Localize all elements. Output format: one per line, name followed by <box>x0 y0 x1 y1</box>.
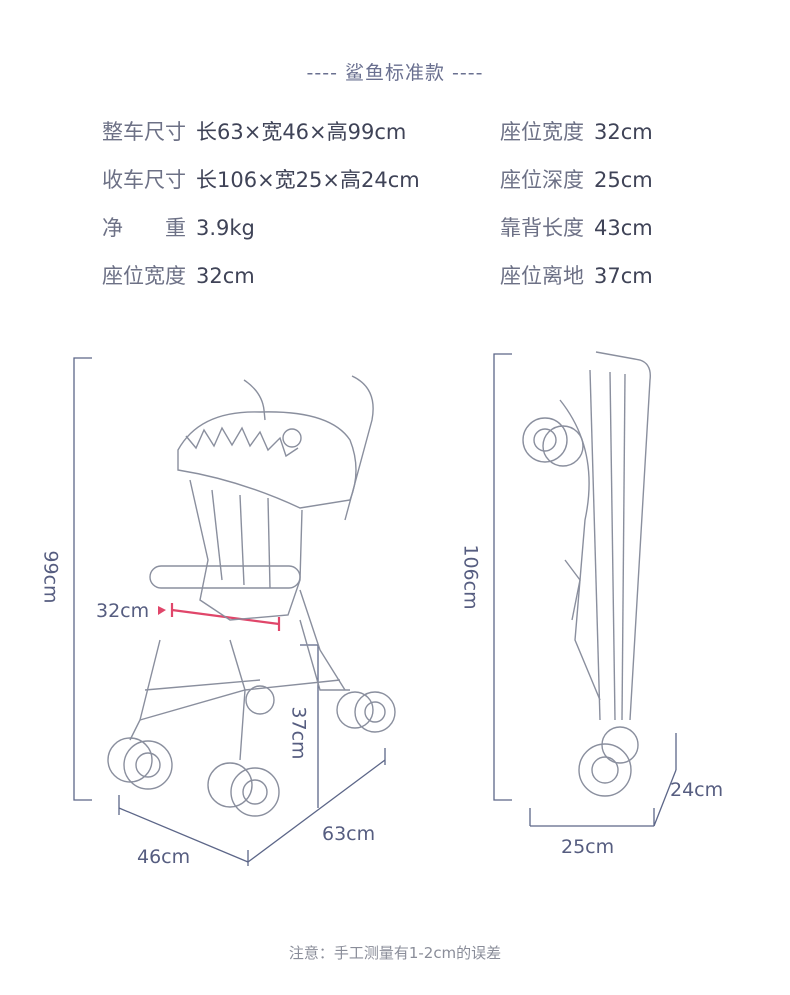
dim-width-folded: 25cm <box>561 836 615 858</box>
dim-seat-width: 32cm <box>96 600 150 622</box>
spec-row-overall-size: 整车尺寸长63×宽46×高99cm <box>102 116 406 146</box>
spec-label: 整车尺寸 <box>102 120 186 144</box>
dim-width-open: 46cm <box>137 846 191 868</box>
dim-height-folded: 24cm <box>670 779 724 801</box>
spec-value: 长106×宽25×高24cm <box>196 168 420 192</box>
spec-label: 座位深度 <box>500 168 584 192</box>
folded-dimension-lines <box>493 353 677 827</box>
seat-width-arrow-icon <box>158 606 166 615</box>
spec-label: 座位离地 <box>500 264 584 288</box>
spec-label: 座位宽度 <box>500 120 584 144</box>
spec-value: 25cm <box>594 168 653 192</box>
spec-label: 座位宽度 <box>102 264 186 288</box>
spec-row-seat-height: 座位离地 37cm <box>500 260 653 290</box>
spec-row-seat-width: 座位宽度 32cm <box>102 260 255 290</box>
measurement-note: 注意：手工测量有1-2cm的误差 <box>288 944 502 962</box>
open-stroller-sketch <box>107 375 396 817</box>
spec-label: 收车尺寸 <box>102 168 186 192</box>
folded-stroller-sketch <box>522 351 651 797</box>
spec-row-net-weight: 净 重 3.9kg <box>102 212 255 242</box>
spec-label: 净 重 <box>102 216 186 240</box>
spec-value: 43cm <box>594 216 653 240</box>
open-dimension-lines <box>73 357 386 866</box>
spec-value: 长63×宽46×高99cm <box>196 120 407 144</box>
dim-length-open: 63cm <box>322 823 376 845</box>
spec-value: 3.9kg <box>196 216 255 240</box>
spec-value: 32cm <box>196 264 255 288</box>
spec-label: 靠背长度 <box>500 216 584 240</box>
spec-row-seat-width-right: 座位宽度 32cm <box>500 116 653 146</box>
spec-row-seat-depth: 座位深度 25cm <box>500 164 653 194</box>
spec-value: 37cm <box>594 264 653 288</box>
spec-value: 32cm <box>594 120 653 144</box>
dim-length-folded: 106cm <box>459 544 482 610</box>
dim-seat-height: 37cm <box>287 706 310 760</box>
page-title: ---- 鲨鱼标准款 ---- <box>306 62 484 84</box>
spec-row-backrest-length: 靠背长度 43cm <box>500 212 653 242</box>
spec-row-folded-size: 收车尺寸长106×宽25×高24cm <box>102 164 420 194</box>
dim-height-open: 99cm <box>39 550 62 604</box>
